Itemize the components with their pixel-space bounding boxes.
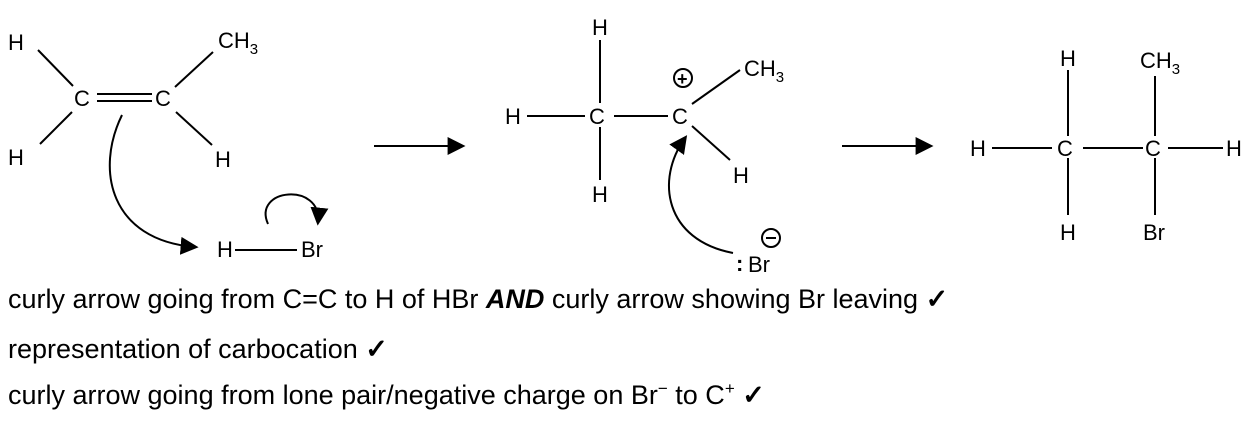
atom-c2: C — [1145, 136, 1161, 161]
check-mark-icon: ✓ — [742, 380, 765, 410]
atom-br: Br — [1143, 220, 1165, 245]
bond-c2-ch3 — [174, 51, 214, 88]
atom-h-right: H — [1226, 136, 1242, 161]
atom-c2: C — [155, 86, 171, 111]
curly-arrow-pi-bond-to-h — [108, 114, 199, 255]
marking-point-3-text-b: to C — [667, 380, 725, 410]
superscript-positive: + — [724, 379, 735, 398]
positive-charge-circle — [673, 68, 693, 88]
marking-point-2: representation of carbocation ✓ — [8, 334, 388, 365]
check-mark-icon: ✓ — [925, 284, 949, 314]
atom-h-bottom: H — [592, 182, 608, 207]
atom-ch3: CH3 — [218, 28, 258, 58]
marking-point-2-text: representation of carbocation — [8, 334, 366, 364]
curly-arrow-br-leaving — [264, 193, 329, 226]
atom-br-of-hbr: Br — [301, 237, 323, 262]
bond-cplus-h — [691, 125, 731, 161]
bond-cplus-ch3 — [691, 69, 741, 105]
atom-ch3: CH3 — [744, 56, 784, 86]
atom-h-of-hbr: H — [217, 237, 233, 262]
atom-h-top: H — [592, 15, 608, 40]
atom-c-carbocation: C — [672, 104, 688, 129]
marking-point-3-text-a: curly arrow going from lone pair/negativ… — [8, 380, 658, 410]
reaction-mechanism-scheme: H CH3 C C H H H Br H H C C CH3 H H + : B… — [8, 15, 1242, 277]
atom-h-right: H — [733, 163, 749, 188]
propene-structure — [37, 49, 214, 146]
check-mark-icon: ✓ — [365, 334, 388, 364]
bond-h-c1-bottom — [39, 111, 73, 145]
lone-pair-dots: : — [736, 251, 743, 276]
negative-charge-circle — [761, 228, 781, 248]
atom-c1: C — [74, 86, 90, 111]
superscript-negative: − — [657, 379, 668, 398]
atom-h-left: H — [505, 104, 521, 129]
bond-c2-h — [175, 111, 213, 146]
atom-h-top: H — [1060, 46, 1076, 71]
carbocation-structure — [527, 40, 741, 180]
bromopropane-structure — [992, 70, 1223, 215]
marking-point-1: curly arrow going from C=C to H of HBr A… — [8, 284, 948, 315]
atom-ch3: CH3 — [1140, 48, 1180, 78]
atom-h-bottom-left: H — [8, 145, 24, 170]
positive-charge-sign: + — [677, 69, 688, 89]
curly-arrow-bromide-to-carbocation — [667, 135, 734, 254]
atom-h-bottom: H — [1060, 220, 1076, 245]
atom-h-top-left: H — [8, 30, 24, 55]
atom-c-methyl: C — [589, 104, 605, 129]
atom-h-right: H — [215, 147, 231, 172]
atom-h-left: H — [970, 136, 986, 161]
marking-point-1-text-b: curly arrow showing Br leaving — [544, 284, 926, 314]
atom-c1: C — [1057, 136, 1073, 161]
bond-h-c1-top — [37, 49, 74, 87]
marking-point-1-emphasis: AND — [485, 284, 545, 314]
atom-bromide: Br — [748, 252, 770, 277]
marking-point-1-text-a: curly arrow going from C=C to H of HBr — [8, 284, 486, 314]
marking-point-3: curly arrow going from lone pair/negativ… — [8, 380, 765, 411]
